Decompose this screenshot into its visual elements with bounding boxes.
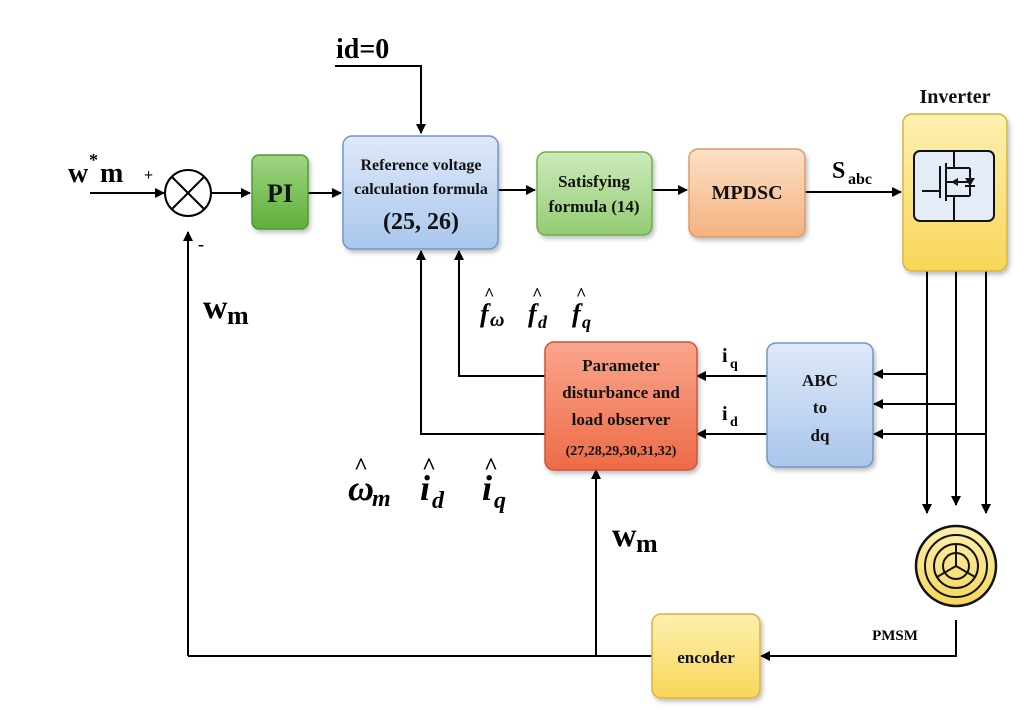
mpdsc-block: MPDSC <box>688 148 806 238</box>
wm-feedback-base: w <box>203 289 228 326</box>
iq-base: i <box>722 345 728 367</box>
summing-junction <box>164 169 212 217</box>
f-omega-label: f ω ^ <box>480 284 504 331</box>
observer-line4: (27,28,29,30,31,32) <box>566 444 677 459</box>
mpdsc-label: MPDSC <box>711 182 782 204</box>
id-ref-arrow <box>335 65 426 134</box>
id-hat-sub: d <box>432 488 445 514</box>
id-hat-label: i d ^ <box>420 454 445 514</box>
inverter-block: Inverter <box>902 86 1008 272</box>
iq-hat-base: i <box>482 468 492 508</box>
id-ref-label: id=0 <box>336 34 389 65</box>
satisfying-block: Satisfying formula (14) <box>536 151 653 236</box>
abc-to-dq-block: ABC to dq <box>766 342 874 468</box>
encoder-block: encoder <box>651 613 761 699</box>
observer-block: Parameter disturbance and load observer … <box>544 341 698 471</box>
inverter-title: Inverter <box>919 86 990 108</box>
speed-ref-base: w <box>68 158 89 189</box>
wm-observer-base: w <box>612 517 637 554</box>
observer-line1: Parameter <box>582 356 660 375</box>
iq-hat-sub: q <box>494 488 506 514</box>
f-q-base: f <box>572 299 583 328</box>
ref-voltage-line3: (25, 26) <box>383 209 459 235</box>
f-q-label: f q ^ <box>572 284 591 332</box>
s-abc-base: S <box>832 158 845 184</box>
wm-observer-label: w m <box>612 517 658 558</box>
f-d-base: f <box>528 299 539 328</box>
abc-line2: to <box>813 398 827 417</box>
f-d-sub: d <box>538 312 548 332</box>
f-omega-hat: ^ <box>484 284 494 304</box>
satisfying-line2: formula (14) <box>548 197 639 216</box>
id-hat-hat: ^ <box>422 454 436 480</box>
speed-ref-sub: m <box>100 158 123 189</box>
abc-line1: ABC <box>802 371 838 390</box>
omega-hat-base: ω <box>348 468 374 508</box>
f-q-sub: q <box>582 312 591 332</box>
disturbance-feedback-arrow <box>454 250 545 377</box>
s-abc-label: S abc <box>832 158 872 188</box>
id-sub: d <box>730 415 738 430</box>
ref-voltage-line2: calculation formula <box>354 181 488 198</box>
speed-ref-label: w * m <box>68 150 123 189</box>
observer-line2: disturbance and <box>562 383 680 402</box>
pmsm-label: PMSM <box>872 628 918 644</box>
f-omega-base: f <box>480 299 491 328</box>
omega-hat-label: ω m ^ <box>348 454 391 512</box>
reference-voltage-block: Reference voltage calculation formula (2… <box>342 135 499 250</box>
f-d-label: f d ^ <box>528 284 548 332</box>
ref-voltage-line1: Reference voltage <box>361 157 482 174</box>
omega-hat-hat: ^ <box>354 454 368 480</box>
iq-label: i q <box>722 345 738 372</box>
encoder-label: encoder <box>677 648 735 667</box>
state-feedback-arrow <box>416 250 545 435</box>
wm-observer-sub: m <box>636 529 658 558</box>
wm-feedback-sub: m <box>227 301 249 330</box>
plus-sign: + <box>144 167 153 184</box>
omega-hat-sub: m <box>372 486 391 512</box>
f-d-hat: ^ <box>532 284 542 304</box>
igbt-switch-icon <box>913 150 995 222</box>
pi-label: PI <box>267 179 293 208</box>
s-abc-sub: abc <box>848 171 872 188</box>
satisfying-line1: Satisfying <box>558 172 630 191</box>
abc-line3: dq <box>811 426 830 445</box>
motor-to-encoder-arrow <box>760 620 957 661</box>
speed-ref-sup: * <box>89 150 98 170</box>
iq-hat-hat: ^ <box>484 454 498 480</box>
id-base: i <box>722 403 728 425</box>
wm-feedback-label: w m <box>203 289 249 330</box>
id-hat-base: i <box>420 468 430 508</box>
iq-sub: q <box>730 357 738 372</box>
pmsm-motor-icon <box>914 524 998 608</box>
observer-line3: load observer <box>572 410 671 429</box>
connection-lines <box>90 65 991 661</box>
f-q-hat: ^ <box>576 284 586 304</box>
id-label: i d <box>722 403 738 430</box>
iq-hat-label: i q ^ <box>482 454 506 514</box>
pi-block: PI <box>251 154 309 230</box>
f-omega-sub: ω <box>490 309 504 331</box>
minus-sign: - <box>198 234 204 254</box>
